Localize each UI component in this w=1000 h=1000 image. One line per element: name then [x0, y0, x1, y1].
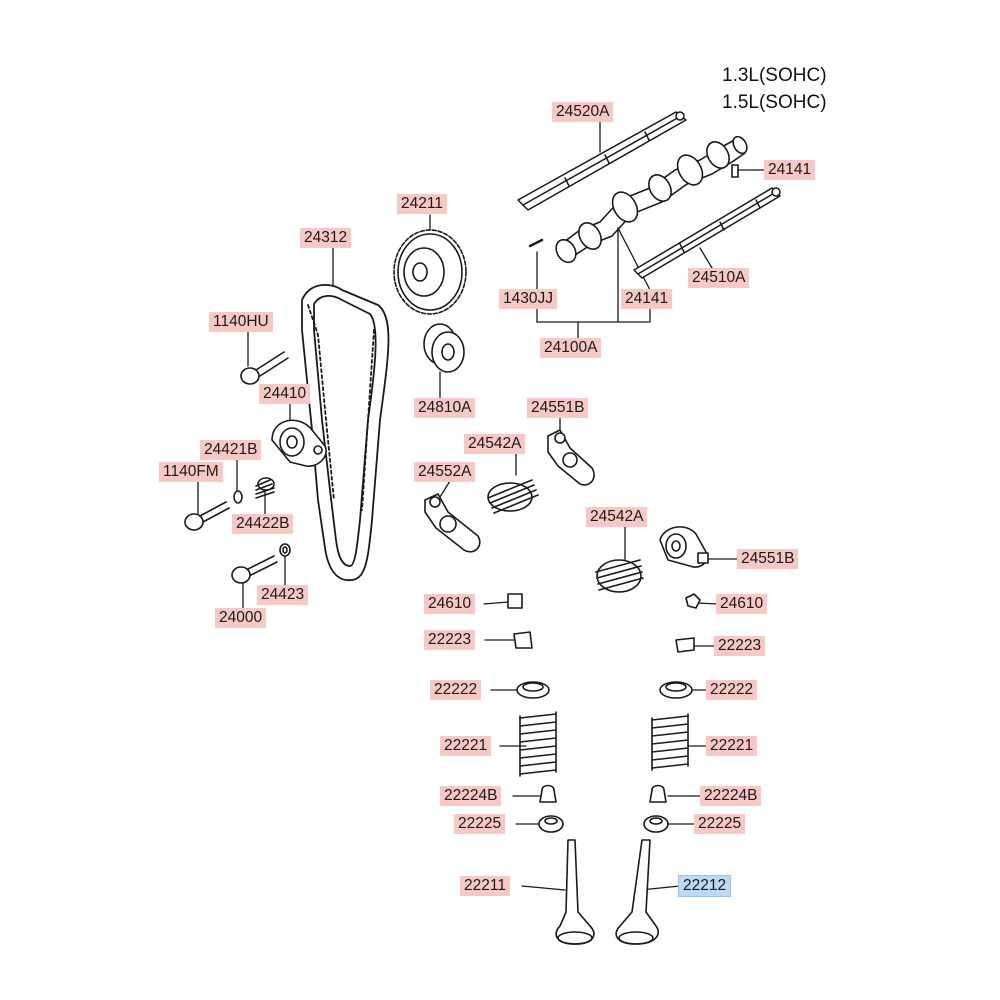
spring-24422b [255, 477, 275, 499]
part-label-22211[interactable]: 22211 [460, 876, 510, 896]
seal-22224b-right [649, 784, 667, 803]
cam-sprocket [393, 229, 467, 315]
part-label-24410[interactable]: 24410 [259, 384, 311, 404]
part-label-24551b-right[interactable]: 24551B [737, 549, 799, 569]
rocker-arm-24551b-right [659, 526, 709, 568]
valve-spring-22221-left [519, 711, 557, 777]
part-label-24141-bottom[interactable]: 24141 [621, 289, 673, 309]
retainer-22222-right [659, 681, 693, 699]
idler-pulley [423, 323, 465, 373]
part-label-24510a[interactable]: 24510A [688, 268, 750, 288]
part-label-22212-selected[interactable]: 22212 [677, 875, 732, 897]
engine-variant-line-2: 1.5L(SOHC) [722, 92, 827, 113]
part-label-24422b[interactable]: 24422B [232, 514, 294, 534]
part-label-24000[interactable]: 24000 [215, 608, 267, 628]
rocker-shaft-upper [517, 111, 687, 211]
spring-24542a-right [595, 559, 644, 593]
part-label-24552a[interactable]: 24552A [414, 462, 476, 482]
valve-spring-22221-right [651, 713, 689, 771]
bolt-1140fm [184, 501, 230, 531]
washer-24423 [279, 543, 291, 557]
part-label-22223-left[interactable]: 22223 [424, 630, 476, 650]
spring-24542a-left [487, 479, 539, 514]
part-label-24542a-right[interactable]: 24542A [586, 507, 648, 527]
part-label-1430jj[interactable]: 1430JJ [499, 289, 557, 309]
part-label-22222-right[interactable]: 22222 [706, 680, 758, 700]
pin-1430jj [528, 238, 544, 248]
keeper-22223-left [513, 631, 533, 649]
engine-variant-line-1: 1.3L(SOHC) [722, 65, 827, 86]
camshaft [555, 135, 748, 264]
part-label-22224b-left[interactable]: 22224B [440, 786, 502, 806]
seal-22224b-left [539, 784, 557, 803]
part-label-22225-left[interactable]: 22225 [454, 814, 506, 834]
part-label-24551b-top[interactable]: 24551B [527, 398, 589, 418]
tensioner [271, 419, 327, 467]
part-label-24423[interactable]: 24423 [257, 585, 309, 605]
bolt-24000 [231, 555, 278, 584]
part-label-22225-right[interactable]: 22225 [694, 814, 746, 834]
intake-valve-22211 [555, 839, 595, 945]
bolt-1140hu [240, 351, 289, 385]
part-label-1140hu[interactable]: 1140HU [209, 312, 273, 332]
part-label-22223-right[interactable]: 22223 [714, 636, 766, 656]
part-label-24141-top[interactable]: 24141 [764, 160, 816, 180]
rocker-arm-24551b-top [547, 429, 595, 486]
rocker-shaft-lower [633, 187, 781, 279]
part-label-24610-right[interactable]: 24610 [716, 594, 768, 614]
part-label-24810a[interactable]: 24810A [414, 398, 476, 418]
part-label-24211[interactable]: 24211 [397, 194, 447, 214]
rocker-arm-24552a [424, 493, 481, 553]
timing-belt [301, 284, 390, 581]
part-label-24542a-left[interactable]: 24542A [464, 434, 526, 454]
leader-lines [197, 121, 765, 891]
seat-22225-left [538, 815, 564, 833]
washer-24421b [233, 490, 243, 504]
retainer-22222-left [516, 681, 550, 699]
part-label-24100a[interactable]: 24100A [540, 338, 602, 358]
keeper-22223-right [675, 637, 695, 653]
part-label-22221-right[interactable]: 22221 [706, 736, 758, 756]
seat-22225-right [643, 815, 669, 833]
part-label-22221-left[interactable]: 22221 [440, 736, 492, 756]
exhaust-valve-22212 [615, 839, 660, 945]
adjuster-24610-right [685, 593, 701, 609]
part-label-24520a[interactable]: 24520A [552, 102, 614, 122]
engine-variant-title: 1.3L(SOHC) 1.5L(SOHC) [722, 62, 862, 116]
part-label-24610-left[interactable]: 24610 [424, 594, 476, 614]
part-label-24421b[interactable]: 24421B [200, 440, 262, 460]
part-label-24312[interactable]: 24312 [300, 228, 352, 248]
adjuster-24610-left [507, 593, 523, 609]
part-label-22222-left[interactable]: 22222 [430, 680, 482, 700]
part-label-22224b-right[interactable]: 22224B [700, 786, 762, 806]
part-label-1140fm[interactable]: 1140FM [159, 462, 223, 482]
